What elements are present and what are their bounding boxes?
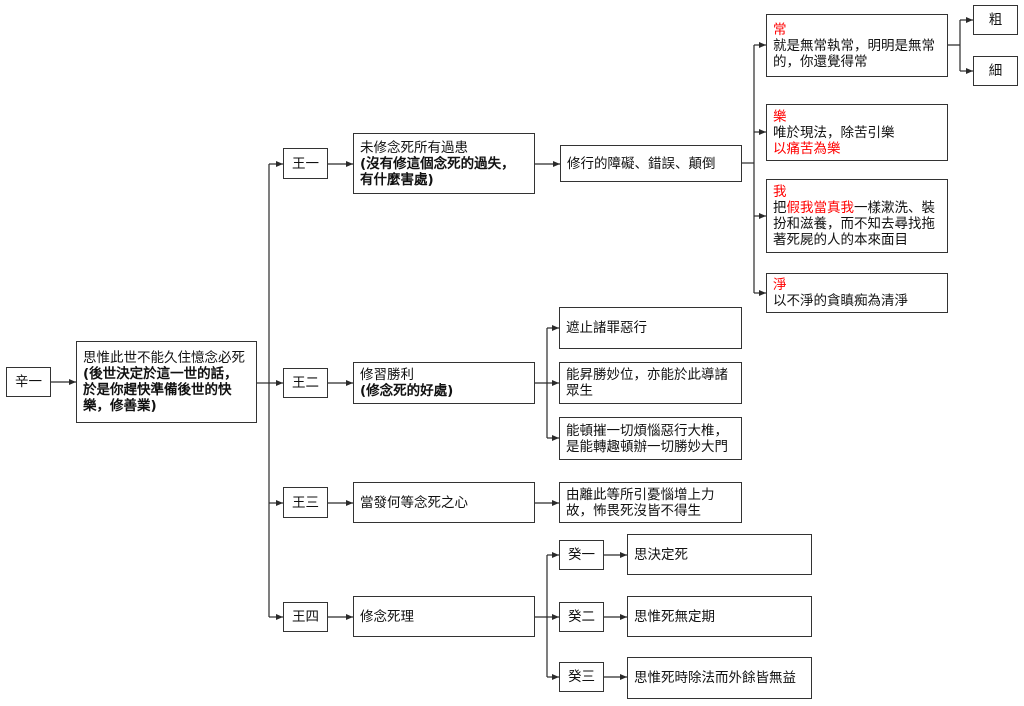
topic-note-line: 樂，修善業) [83, 398, 157, 414]
benefit-3-node: 能頓摧一切煩惱惡行大椎， 是能轉趣頓辦一切勝妙大門 [559, 417, 742, 460]
inversion-line: 以不淨的貪瞋痴為清淨 [773, 293, 908, 309]
step-text: 思惟死無定期 [634, 608, 715, 625]
inversion-text-segment: 把 [773, 200, 787, 216]
gui3-node: 癸三 [559, 662, 604, 692]
ren2-label: 王二 [292, 375, 319, 391]
connector-benefits-split [535, 328, 548, 438]
inversion-line: 著死屍的人的本來面目 [773, 232, 908, 248]
topic-note-line: 於是你趕快準備後世的快 [83, 382, 232, 398]
subtype-fine-label: 細 [988, 63, 1003, 79]
consequence-text: 修行的障礙、錯誤、顛倒 [567, 155, 716, 172]
faults-title: 未修念死所有過患 [360, 139, 468, 156]
mindset-node: 當發何等念死之心 [353, 482, 535, 523]
consequence-node: 修行的障礙、錯誤、顛倒 [560, 145, 742, 182]
benefit-1-node: 遮止諸罪惡行 [559, 307, 742, 349]
step-3-node: 思惟死時除法而外餘皆無益 [627, 657, 812, 699]
inversion-heading: 我 [773, 184, 787, 200]
gui2-node: 癸二 [559, 602, 604, 632]
inversion-line: 的，你還覺得常 [773, 53, 868, 70]
benefit-line: 能昇勝妙位，亦能於此導諸 [566, 367, 728, 383]
subtype-coarse-label: 粗 [988, 12, 1003, 28]
topic-note-line: (後世決定於這一世的話， [83, 366, 238, 382]
root-label: 辛一 [15, 374, 42, 390]
benefit-line: 眾生 [566, 383, 593, 399]
step-2-node: 思惟死無定期 [627, 596, 812, 637]
result-node: 由離此等所引憂惱增上力 故，怖畏死沒皆不得生 [559, 482, 742, 523]
inversion-wo-node: 我 把假我當真我一樣漱洗、裝 扮和滋養，而不知去尋找拖 著死屍的人的本來面目 [766, 179, 948, 253]
inversion-heading: 淨 [773, 277, 787, 293]
inversion-line: 唯於現法，除苦引樂 [773, 124, 895, 141]
subtype-coarse-node: 粗 [973, 5, 1018, 35]
benefit-line: 是能轉趣頓辦一切勝妙大門 [566, 438, 728, 455]
benefit-line: 遮止諸罪惡行 [566, 320, 647, 336]
inversion-line: 把假我當真我一樣漱洗、裝 [773, 200, 941, 216]
inversion-heading: 樂 [773, 108, 787, 125]
inversion-highlight-line: 以痛苦為樂 [773, 140, 841, 157]
step-1-node: 思決定死 [627, 534, 812, 575]
connector-steps-split [535, 555, 548, 677]
gui1-label: 癸一 [568, 547, 595, 563]
gui2-label: 癸二 [568, 609, 595, 625]
root-node: 辛一 [6, 367, 51, 397]
benefit-2-node: 能昇勝妙位，亦能於此導諸 眾生 [559, 362, 742, 404]
inversion-le-node: 樂 唯於現法，除苦引樂 以痛苦為樂 [766, 104, 948, 161]
method-node: 修念死理 [353, 596, 535, 637]
benefits-title: 修習勝利 [360, 367, 414, 383]
mindset-title: 當發何等念死之心 [360, 494, 468, 511]
ren3-label: 王三 [292, 494, 319, 511]
ren4-node: 王四 [283, 602, 328, 632]
ren1-node: 王一 [283, 148, 328, 179]
ren3-node: 王三 [283, 487, 328, 518]
method-title: 修念死理 [360, 608, 414, 625]
connector-chang-split [948, 20, 961, 71]
subtype-fine-node: 細 [973, 56, 1018, 86]
faults-node: 未修念死所有過患 (沒有修這個念死的過失， 有什麼害處) [353, 133, 535, 194]
inversion-line: 扮和滋養，而不知去尋找拖 [773, 216, 935, 232]
inversion-highlight-segment: 假我當真我 [786, 200, 855, 216]
inversion-text-segment: 一樣漱洗、裝 [854, 200, 935, 216]
inversion-line: 就是無常執常，明明是無常 [773, 37, 935, 54]
faults-note-line: (沒有修這個念死的過失， [360, 155, 515, 172]
inversion-chang-node: 常 就是無常執常，明明是無常 的，你還覺得常 [766, 14, 948, 77]
ren2-node: 王二 [283, 368, 328, 398]
result-line: 由離此等所引憂惱增上力 [566, 486, 715, 503]
gui1-node: 癸一 [559, 540, 604, 570]
result-line: 故，怖畏死沒皆不得生 [566, 502, 701, 519]
step-text: 思決定死 [634, 546, 688, 563]
step-text: 思惟死時除法而外餘皆無益 [634, 670, 796, 686]
ren4-label: 王四 [292, 609, 319, 625]
inversion-heading: 常 [773, 21, 787, 38]
benefits-note-line: (修念死的好處) [360, 383, 454, 399]
faults-note-line: 有什麼害處) [360, 171, 434, 188]
topic-node: 思惟此世不能久住憶念必死 (後世決定於這一世的話， 於是你趕快準備後世的快 樂，… [76, 341, 257, 423]
topic-title: 思惟此世不能久住憶念必死 [83, 350, 245, 366]
ren1-label: 王一 [292, 155, 319, 172]
inversion-jing-node: 淨 以不淨的貪瞋痴為清淨 [766, 273, 948, 313]
benefit-line: 能頓摧一切煩惱惡行大椎， [566, 422, 728, 439]
benefits-node: 修習勝利 (修念死的好處) [353, 362, 535, 404]
gui3-label: 癸三 [568, 669, 595, 685]
